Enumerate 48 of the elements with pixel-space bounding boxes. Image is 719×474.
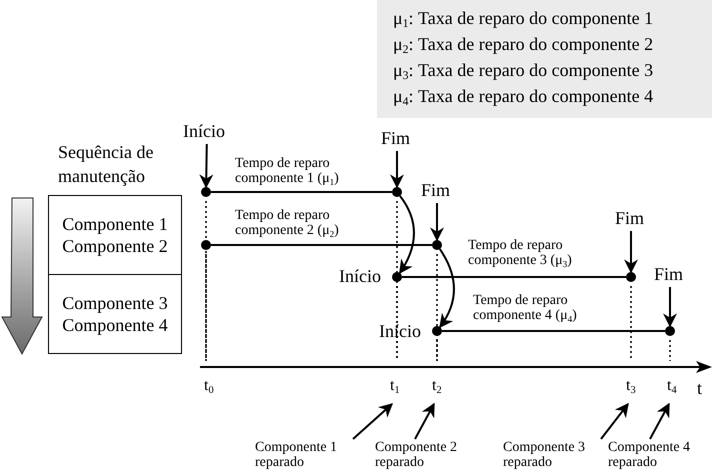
arrow bbox=[430, 203, 444, 242]
arrow bbox=[649, 402, 670, 440]
time-tick-label: t$_{3}$ bbox=[626, 377, 644, 401]
event-dot bbox=[392, 187, 402, 197]
event-label: Fim bbox=[381, 128, 413, 149]
event-dot bbox=[392, 272, 402, 282]
repair-time-line bbox=[211, 191, 392, 193]
arrow bbox=[439, 248, 455, 328]
repair-note: Componente 2 reparado bbox=[375, 440, 473, 470]
event-dot bbox=[201, 187, 211, 197]
arrow bbox=[390, 151, 404, 188]
arrow bbox=[624, 231, 638, 274]
component-box: Componente 1 Componente 2 bbox=[48, 195, 182, 275]
repair-time-line bbox=[402, 276, 626, 278]
rate-note: μ$_{1}$: Taxa de reparo do componente 1 bbox=[393, 8, 654, 28]
event-label: Fim bbox=[654, 264, 686, 285]
event-dot bbox=[626, 272, 636, 282]
repair-note: Componente 3 reparado bbox=[503, 440, 601, 470]
arrow bbox=[399, 195, 415, 274]
event-label: Fim bbox=[421, 180, 453, 201]
event-dot bbox=[665, 326, 675, 336]
arrow bbox=[600, 402, 629, 440]
event-label: Fim bbox=[615, 208, 647, 229]
repair-note: Componente 1 reparado bbox=[255, 440, 353, 470]
arrow bbox=[199, 144, 214, 188]
block-arrow bbox=[1, 198, 43, 356]
event-dot bbox=[432, 240, 442, 250]
event-label: Início bbox=[339, 266, 381, 286]
repair-note: Componente 4 reparado bbox=[608, 440, 706, 470]
time-tick-label: t$_{1}$ bbox=[390, 377, 408, 401]
axis-label: t bbox=[697, 378, 702, 398]
arrow bbox=[352, 403, 394, 440]
arrow bbox=[414, 402, 435, 440]
rate-note: μ$_{2}$: Taxa de reparo do componente 2 bbox=[393, 34, 654, 54]
arrow bbox=[663, 287, 677, 328]
rate-note: μ$_{3}$: Taxa de reparo do componente 3 bbox=[393, 60, 654, 80]
sequence-heading: Sequência de manutenção bbox=[58, 141, 154, 188]
repair-time-line bbox=[211, 244, 432, 246]
repair-time-line bbox=[442, 330, 665, 332]
component-box: Componente 3 Componente 4 bbox=[48, 274, 182, 354]
event-label: Início bbox=[379, 321, 421, 341]
event-dot bbox=[432, 326, 442, 336]
event-label: Início bbox=[183, 121, 231, 142]
time-tick-label: t$_{2}$ bbox=[432, 377, 450, 401]
time-tick-label: t$_{4}$ bbox=[667, 377, 685, 401]
time-tick-label: t$_{0}$ bbox=[204, 377, 222, 401]
event-dot bbox=[201, 240, 211, 250]
rate-note: μ$_{4}$: Taxa de reparo do componente 4 bbox=[393, 86, 654, 106]
